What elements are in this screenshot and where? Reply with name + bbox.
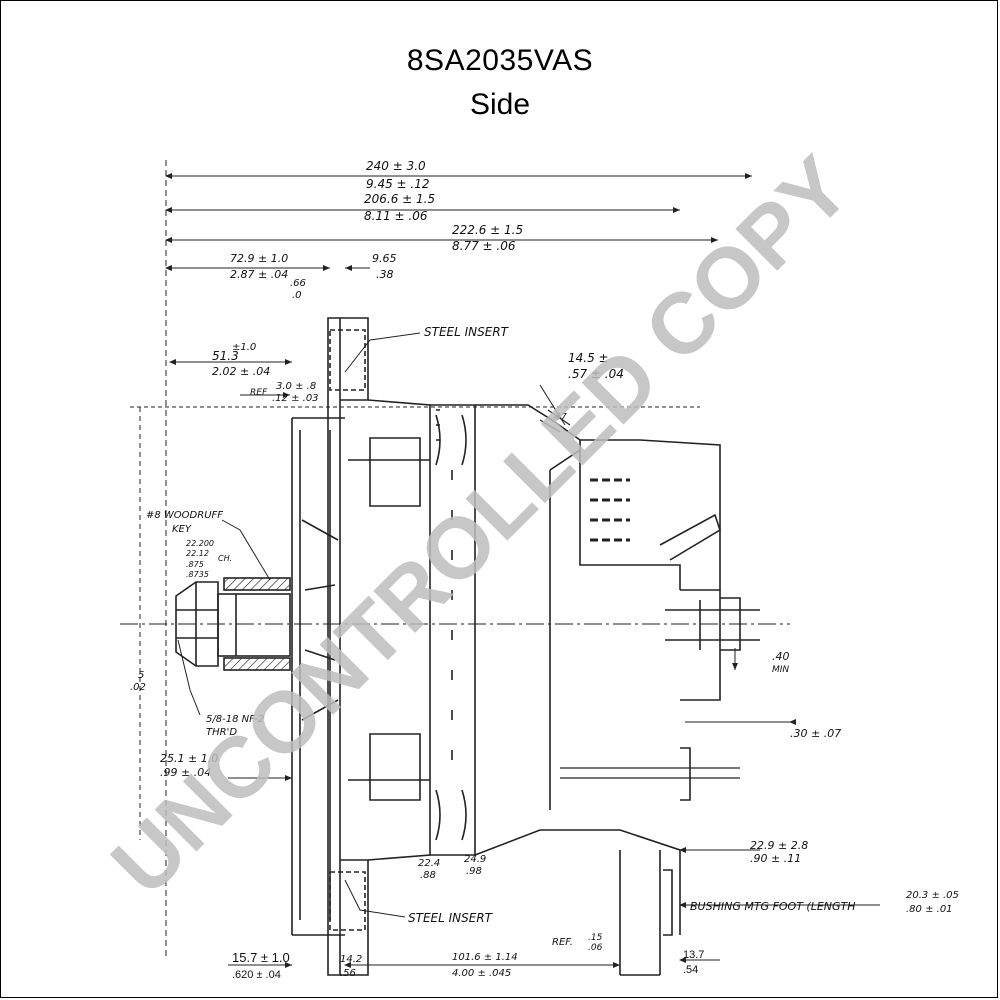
dim-length3-in: 8.77 ± .06 [452,239,516,253]
part-number-title: 8SA2035VAS [406,44,594,77]
dim-web-a-in: .88 [420,870,436,881]
dim-foot-hole-in: .90 ± .11 [750,852,801,865]
dim-ref-bottom-a: .15 [588,933,603,943]
dim-key-4: .8735 [186,570,209,579]
dim-bottom-right-mm: 13.7 [683,949,704,961]
dim-bottom-mid1-mm: 14.2 [340,954,362,965]
dim-bottom-mid1-in: .56 [340,968,356,979]
dim-length3-mm: 222.6 ± 1.5 [452,223,523,237]
dim-shaft-flange-in: 2.87 ± .04 [230,268,288,281]
dim-web-a-mm: 22.4 [418,858,440,869]
dim-bottom-right-in: .54 [683,964,698,976]
dim-ref-mm: 3.0 ± .8 [276,381,316,392]
dim-foot-length-mm: 20.3 ± .05 [906,890,959,901]
dim-web-b-in: .98 [466,866,482,877]
dim-lower-hole-mm: 25.1 ± 1.0 [160,752,218,765]
dim-foot-length-in: .80 ± .01 [906,904,953,915]
alternator-outline [120,317,790,976]
dim-bottom-mid2-in: 4.00 ± .045 [452,968,511,979]
dim-length2-mm: 206.6 ± 1.5 [364,192,435,206]
dim-web-b-mm: 24.9 [464,854,486,865]
dim-right-offset: .30 ± .07 [790,727,841,740]
dim-key-ch: CH. [218,554,232,563]
dim-terminal-in: .57 ± .04 [568,367,624,381]
dim-lower-hole-in: .99 ± .04 [160,766,211,779]
callout-leaders [177,332,421,918]
dim-flange-thk-in: .38 [376,268,394,281]
dim-ref-label: REF [250,388,268,398]
dim-bottom-left-mm: 15.7 ± 1.0 [232,950,290,965]
dim-small-gap-b: .0 [292,290,302,301]
dimension-labels: 240 ± 3.0 9.45 ± .12 206.6 ± 1.5 8.11 ± … [130,159,959,981]
dim-min-label: MIN [772,665,789,675]
callout-thread-1: 5/8-18 NF-2 [206,714,264,725]
dim-small-gap-a: .66 [290,278,306,289]
callout-labels: STEEL INSERT STEEL INSERT #8 WOODRUFF KE… [146,325,856,925]
dim-key-2: 22.12 [186,549,209,558]
dim-angle-note: 47 [554,412,567,423]
dim-min-clearance: .40 [772,650,790,663]
callout-woodruff-2: KEY [172,524,192,535]
uncontrolled-copy-watermark: UNCONTROLLED COPY [94,138,869,913]
dim-left-vertical-a: 5 [138,670,144,681]
dim-overall-length-in: 9.45 ± .12 [366,177,430,191]
dim-bottom-mid2-mm: 101.6 ± 1.14 [452,952,518,963]
dim-foot-hole-mm: 22.9 ± 2.8 [750,839,808,852]
callout-bushing: BUSHING MTG FOOT (LENGTH [690,900,856,913]
callout-steel-insert-top: STEEL INSERT [424,325,510,339]
dim-ref-in: .12 ± .03 [272,393,319,404]
dim-terminal-mm: 14.5 ± [568,351,609,365]
dim-shaft-tol: ±1.0 [232,342,256,353]
dim-key-3: .875 [186,560,204,569]
callout-steel-insert-bottom: STEEL INSERT [408,911,494,925]
dim-ref-bottom-label: REF. [552,937,573,948]
dim-bottom-left-in: .620 ± .04 [232,969,281,981]
callout-woodruff-1: #8 WOODRUFF [146,510,223,521]
dim-shaft-in: 2.02 ± .04 [212,365,270,378]
dim-overall-length-mm: 240 ± 3.0 [366,159,426,173]
dim-ref-bottom-b: .06 [588,943,603,953]
dim-length2-in: 8.11 ± .06 [364,209,428,223]
dim-shaft-mm: 51.3 [212,349,239,363]
dim-key-1: 22.200 [186,539,214,548]
callout-thread-2: THR'D [206,727,237,738]
view-subtitle: Side [469,88,531,121]
dim-flange-thk-mm: 9.65 [372,252,397,265]
dim-left-vertical-b: .02 [130,682,146,693]
dimension-lines [139,160,880,968]
dim-shaft-flange-mm: 72.9 ± 1.0 [230,252,288,265]
